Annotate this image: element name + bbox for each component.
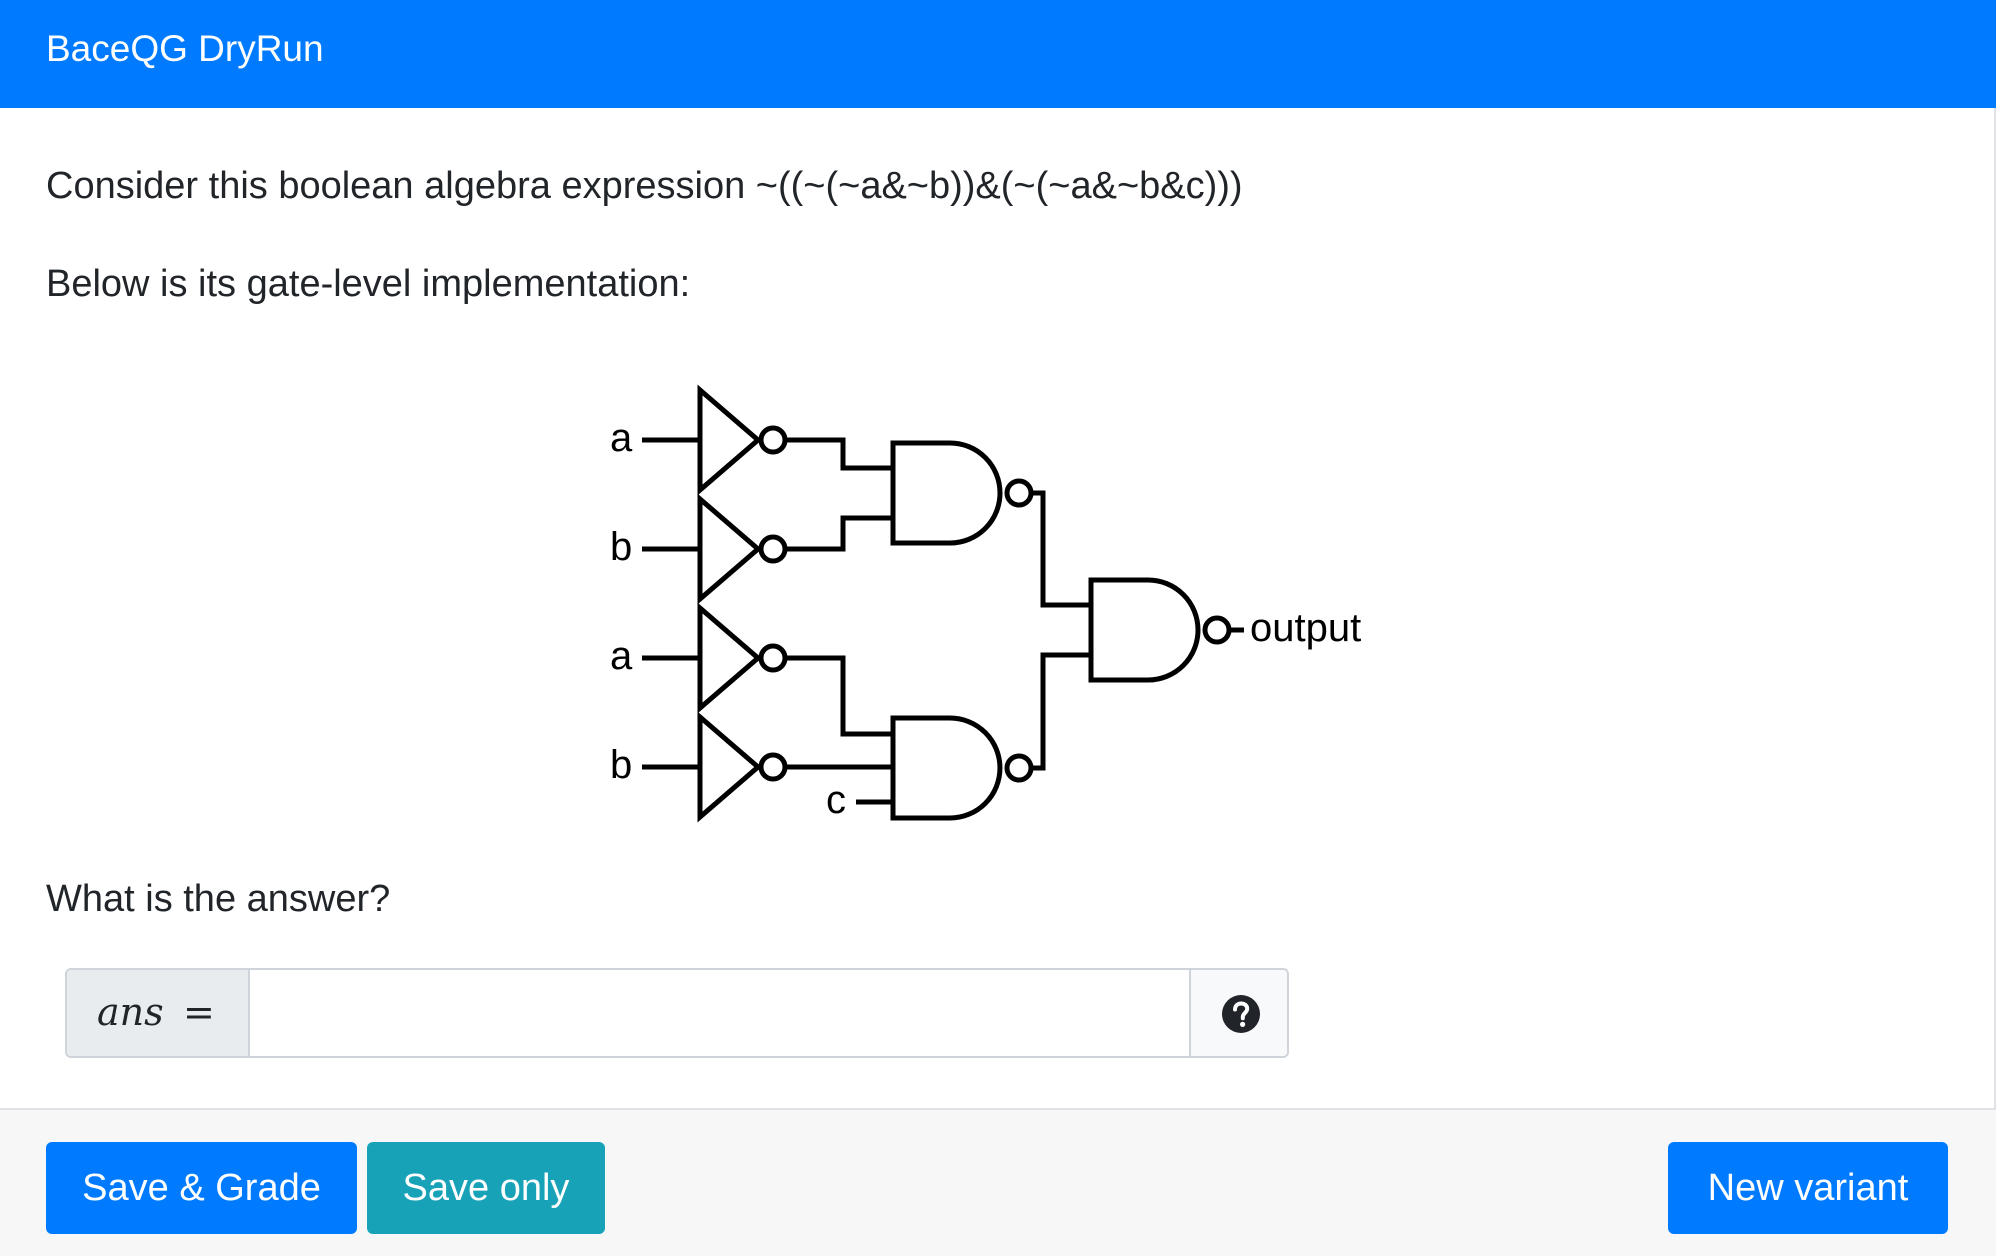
card-footer: Save & Grade Save only New variant (0, 1108, 1996, 1256)
not-gate (697, 602, 762, 714)
help-button[interactable] (1189, 970, 1287, 1056)
question-circle-icon (1222, 995, 1260, 1033)
input-label-a: a (610, 416, 633, 460)
question-prompt: What is the answer? (46, 878, 391, 920)
input-label-c: c (826, 778, 846, 822)
intro-text: Consider this boolean algebra expression (46, 165, 746, 207)
answer-input[interactable] (250, 970, 1189, 1056)
output-label: output (1250, 606, 1361, 650)
card-header: BaceQG DryRun (0, 0, 1996, 108)
gate-circuit-diagram: a b a b c output (610, 384, 1361, 823)
not-gate (697, 384, 762, 496)
input-label-a: a (610, 634, 633, 678)
answer-variable-label: ans = (67, 970, 250, 1056)
new-variant-button[interactable]: New variant (1668, 1142, 1948, 1234)
question-intro: Consider this boolean algebra expression… (46, 162, 1243, 210)
input-label-b: b (610, 525, 632, 569)
boolean-expression: ~((~(~a&~b))&(~(~a&~b&c))) (755, 165, 1243, 207)
input-label-b: b (610, 743, 632, 787)
save-only-button[interactable]: Save only (367, 1142, 605, 1234)
nand-gate (890, 440, 1003, 546)
equals-sign: = (183, 990, 215, 1034)
save-grade-button[interactable]: Save & Grade (46, 1142, 357, 1234)
nand-gate-output (1088, 577, 1201, 683)
implementation-text: Below is its gate-level implementation: (46, 263, 691, 305)
not-gate (697, 711, 762, 823)
app-title: BaceQG DryRun (46, 28, 324, 69)
not-gate (697, 493, 762, 605)
nand-gate (890, 715, 1003, 821)
variable-name: ans (97, 990, 164, 1034)
answer-input-group: ans = (65, 968, 1289, 1058)
